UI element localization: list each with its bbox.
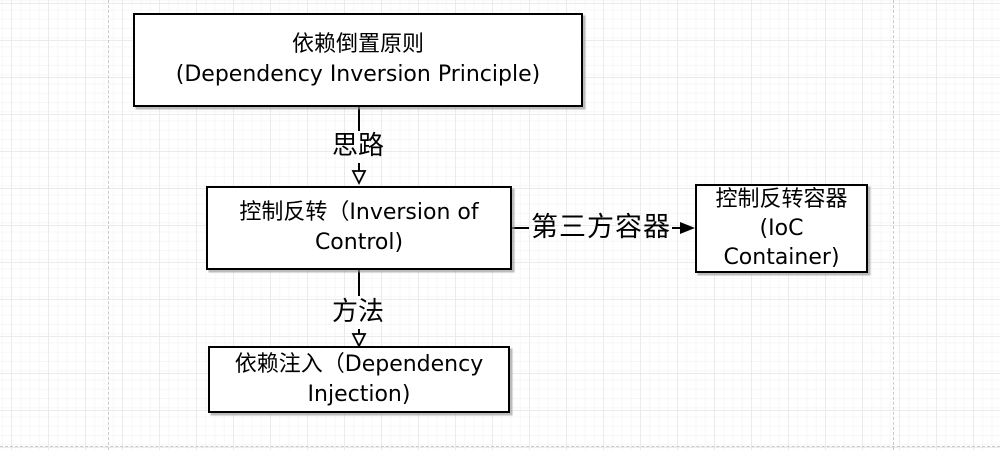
edge-label-silu[interactable]: 思路 xyxy=(331,131,384,161)
connector-third-party[interactable] xyxy=(512,222,695,234)
arrowhead-right-icon xyxy=(680,222,695,234)
arrowhead-down-icon xyxy=(351,170,367,186)
page-guide-left xyxy=(108,0,109,450)
connector-silu[interactable] xyxy=(351,107,367,186)
node-label: 控制反转容器 (IoC Container) xyxy=(715,187,848,270)
page-guide-right xyxy=(893,0,894,450)
node-label: 依赖倒置原则 (Dependency Inversion Principle) xyxy=(175,32,541,87)
node-dependency-injection[interactable]: 依赖注入（Dependency Injection) xyxy=(208,346,510,413)
node-label: 控制反转（Inversion of Control) xyxy=(239,200,479,255)
edge-label-third-party[interactable]: 第三方容器 xyxy=(531,212,671,243)
node-dependency-inversion-principle[interactable]: 依赖倒置原则 (Dependency Inversion Principle) xyxy=(133,13,583,107)
node-inversion-of-control[interactable]: 控制反转（Inversion of Control) xyxy=(206,186,512,270)
connector-fangfa[interactable] xyxy=(351,270,367,349)
page-guide-bottom xyxy=(0,446,1000,447)
node-ioc-container[interactable]: 控制反转容器 (IoC Container) xyxy=(695,184,868,273)
edge-label-fangfa[interactable]: 方法 xyxy=(331,297,384,327)
node-label: 依赖注入（Dependency Injection) xyxy=(234,351,484,407)
arrowhead-down-icon xyxy=(351,333,367,349)
